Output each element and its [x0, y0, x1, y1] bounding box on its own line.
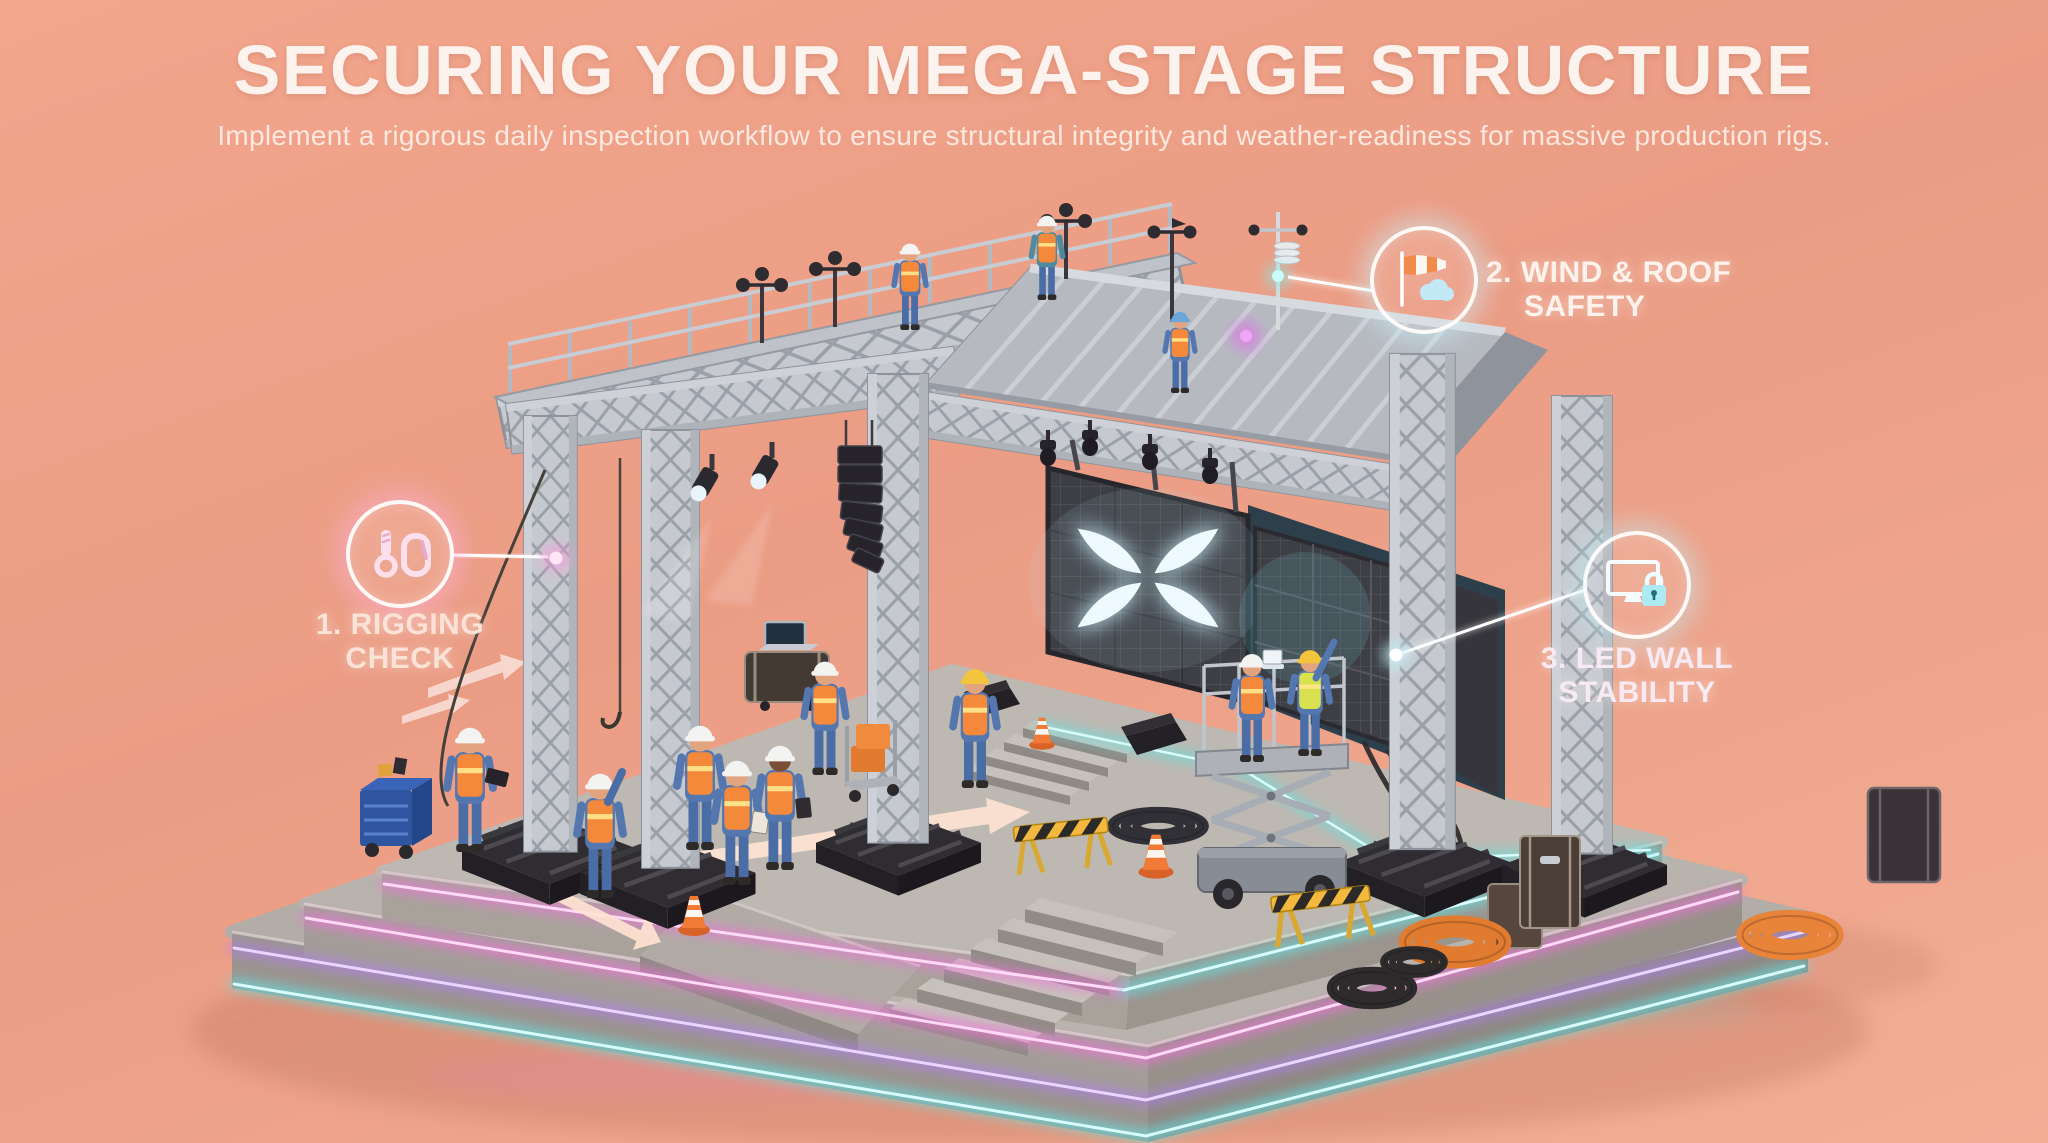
neon-strip-cyan-base — [229, 961, 1809, 1142]
truss-towers — [439, 352, 1667, 929]
road-cases — [1487, 786, 1942, 949]
truss-tower — [866, 372, 930, 844]
weather-station-icon — [1248, 212, 1308, 330]
clipboard — [750, 810, 770, 835]
four-petal-flower-logo — [1072, 525, 1224, 631]
anemometer-icon — [734, 265, 790, 345]
stage-light — [747, 442, 780, 493]
clipboard — [795, 797, 812, 819]
windsock-cloud-icon — [1400, 251, 1454, 307]
tablet — [484, 767, 509, 787]
leader-line-2 — [1287, 273, 1375, 295]
callout-circle-led-wall — [1583, 531, 1691, 639]
callout-label-rigging: 1. RIGGING CHECK — [288, 608, 512, 676]
callout-label-line: 3. LED WALL — [1540, 642, 1734, 675]
rigging-line — [439, 469, 547, 807]
lock-icon — [1642, 571, 1666, 606]
callout-label-led-wall: 3. LED WALL STABILITY — [1530, 642, 1744, 710]
page-title: SECURING YOUR MEGA-STAGE STRUCTURE — [233, 31, 1815, 109]
neon-strips — [229, 722, 1809, 1142]
monitor-lock-icon — [1606, 560, 1666, 606]
callout-label-line: 1. RIGGING — [315, 608, 485, 641]
wind-sensors — [734, 201, 1308, 352]
stage-lights — [640, 442, 780, 622]
neon-strip-purple — [229, 927, 1809, 1106]
callout-label-wind-roof: 2. WIND & ROOF SAFETY — [1486, 256, 1746, 324]
scissor-lift — [1195, 656, 1349, 909]
truss-tower — [523, 415, 578, 853]
callout-label-line: SAFETY — [1524, 290, 1646, 323]
page-subtitle: Implement a rigorous daily inspection wo… — [217, 120, 1831, 151]
anemometer-vane-icon — [1147, 218, 1197, 322]
rigging-hardware-icon — [374, 530, 431, 578]
callout-label-line: CHECK — [345, 642, 455, 675]
callout-circle-rigging — [346, 500, 454, 608]
callout-leaders — [451, 273, 1587, 669]
callout-label-line: STABILITY — [1558, 676, 1716, 709]
tool-cart — [360, 757, 432, 859]
line-array-speaker — [837, 420, 885, 574]
leader-line-1 — [451, 544, 570, 572]
rigging-hook — [600, 711, 622, 730]
equipment-cart — [843, 720, 905, 802]
truss-tower — [1388, 352, 1456, 851]
callout-label-line: 2. WIND & ROOF — [1486, 256, 1732, 289]
cloud-icon — [1420, 279, 1454, 301]
anemometer-icon — [807, 249, 863, 329]
leader-line-3 — [1382, 586, 1587, 669]
callout-circle-wind-roof — [1370, 226, 1478, 334]
laptop — [1262, 649, 1284, 669]
neon-strip-deck-pink — [379, 879, 1129, 995]
chevron-arrows — [402, 654, 526, 724]
led-wall-main — [1028, 464, 1268, 706]
crew — [442, 215, 1338, 898]
